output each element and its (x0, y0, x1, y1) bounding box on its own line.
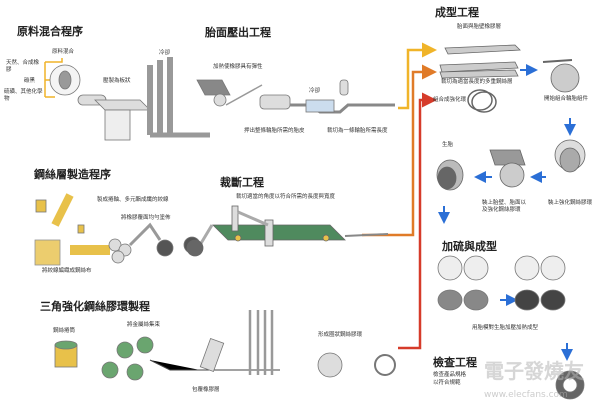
label: 檢查產品規格 (433, 372, 467, 378)
label: 製成捲軸、多元酯成纖的絞線 (97, 197, 169, 203)
label: 冷卻 (159, 50, 171, 56)
label: 裁切為適當長度的多重鋼絲層 (441, 79, 513, 85)
step-arrows (438, 64, 576, 361)
section-title-curing: 加硫與成型 (442, 240, 497, 253)
section-title-mixing: 原料混合程序 (17, 25, 83, 38)
orange-flow-arrow (362, 64, 437, 237)
label: 包覆橡膠層 (192, 387, 220, 393)
label: 用胎模對生胎加壓加熱成型 (472, 325, 539, 331)
label: 硫磺、其他化學物 (4, 89, 43, 102)
section-title-building: 成型工程 (435, 6, 479, 19)
label: 將金屬絲集束 (127, 322, 161, 328)
label: 形成圈狀鋼絲膠環 (318, 332, 363, 338)
label: 碳黑 (24, 78, 36, 84)
section-title-bead: 三角強化鋼絲膠環製程 (40, 300, 150, 313)
label: 裝上胎壁、胎面以及強化鋼絲膠環 (482, 200, 527, 213)
mixing-machinery (44, 57, 210, 141)
section-title-cutting: 裁斷工程 (220, 176, 264, 189)
bead-machinery (54, 310, 396, 381)
red-flow-arrow (398, 92, 437, 350)
label: 裁切適當的角度以符合所需的長度與寬度 (236, 194, 336, 200)
label: 組合成強化環 (433, 97, 467, 103)
label: 天然、合成橡膠 (6, 60, 40, 73)
label: 裁切為一條輪胎所需長度 (327, 128, 388, 134)
section-title-tread: 胎面壓出工程 (205, 26, 271, 39)
curing-molds (437, 255, 585, 400)
label: 開始組合輪胎組件 (544, 96, 589, 102)
label: 加熱使橡膠具有彈性 (213, 64, 263, 70)
ply-machinery (34, 193, 201, 266)
label: 胎面與胎壁橡膠層 (457, 24, 502, 30)
label: 生胎 (442, 142, 454, 148)
tread-extrusion-machinery (196, 79, 395, 114)
section-title-inspection: 檢查工程 (433, 356, 477, 369)
label: 將橡膠覆面均勻塗佈 (121, 215, 171, 221)
label: 將絞線編織成鋼絲布 (42, 268, 92, 274)
label: 鋼絲捲筒 (53, 328, 76, 334)
label: 冷卻 (309, 88, 321, 94)
label: 押出整條輪胎所需的胎皮 (244, 128, 305, 134)
label: 壓製為板狀 (103, 78, 131, 84)
label: 原料混合 (52, 49, 75, 55)
section-title-ply: 鋼絲層製造程序 (34, 168, 111, 181)
label: 以符合規範 (433, 380, 461, 386)
watermark-logo-text: 電子發燒友 (484, 359, 584, 383)
yellow-flow-arrow (398, 42, 437, 110)
watermark-url: www.elecfans.com (484, 390, 568, 400)
label: 裝上強化鋼絲膠環 (548, 200, 593, 206)
building-components (436, 44, 586, 191)
cutting-machinery (186, 205, 389, 257)
